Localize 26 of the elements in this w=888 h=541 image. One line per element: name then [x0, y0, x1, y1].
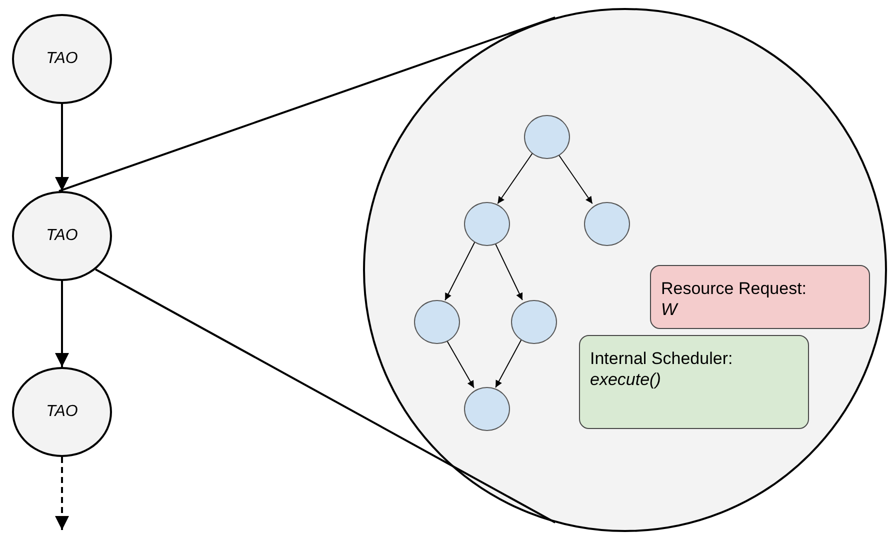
tree-node-circle: [464, 387, 510, 431]
tree-node-circle: [511, 300, 557, 344]
arrow: [495, 339, 522, 388]
arrow: [55, 281, 69, 367]
arrow: [55, 104, 69, 191]
box-heading: Internal Scheduler:: [590, 348, 734, 369]
tree-node-circle: [584, 202, 630, 246]
arrow: [446, 338, 474, 388]
circle-node: TAO: [12, 367, 112, 457]
code-text: execute(): [590, 369, 662, 390]
tree-node-circle: [464, 202, 510, 246]
tree-node-circle: [414, 300, 460, 344]
note-box: [579, 335, 809, 429]
code-text: W: [661, 299, 680, 320]
circle-node: TAO: [12, 191, 112, 281]
zoom-line: [95, 268, 556, 524]
zoom-line: [58, 16, 556, 192]
dashed-arrow: [55, 457, 69, 530]
box-heading: Resource Request:: [661, 278, 808, 299]
arrow: [497, 152, 533, 204]
arrow: [494, 242, 523, 300]
circle-node: TAO: [12, 14, 112, 104]
tree-node-circle: [524, 115, 570, 159]
note-box: [650, 265, 870, 329]
arrow: [557, 152, 593, 204]
arrow: [444, 241, 476, 301]
